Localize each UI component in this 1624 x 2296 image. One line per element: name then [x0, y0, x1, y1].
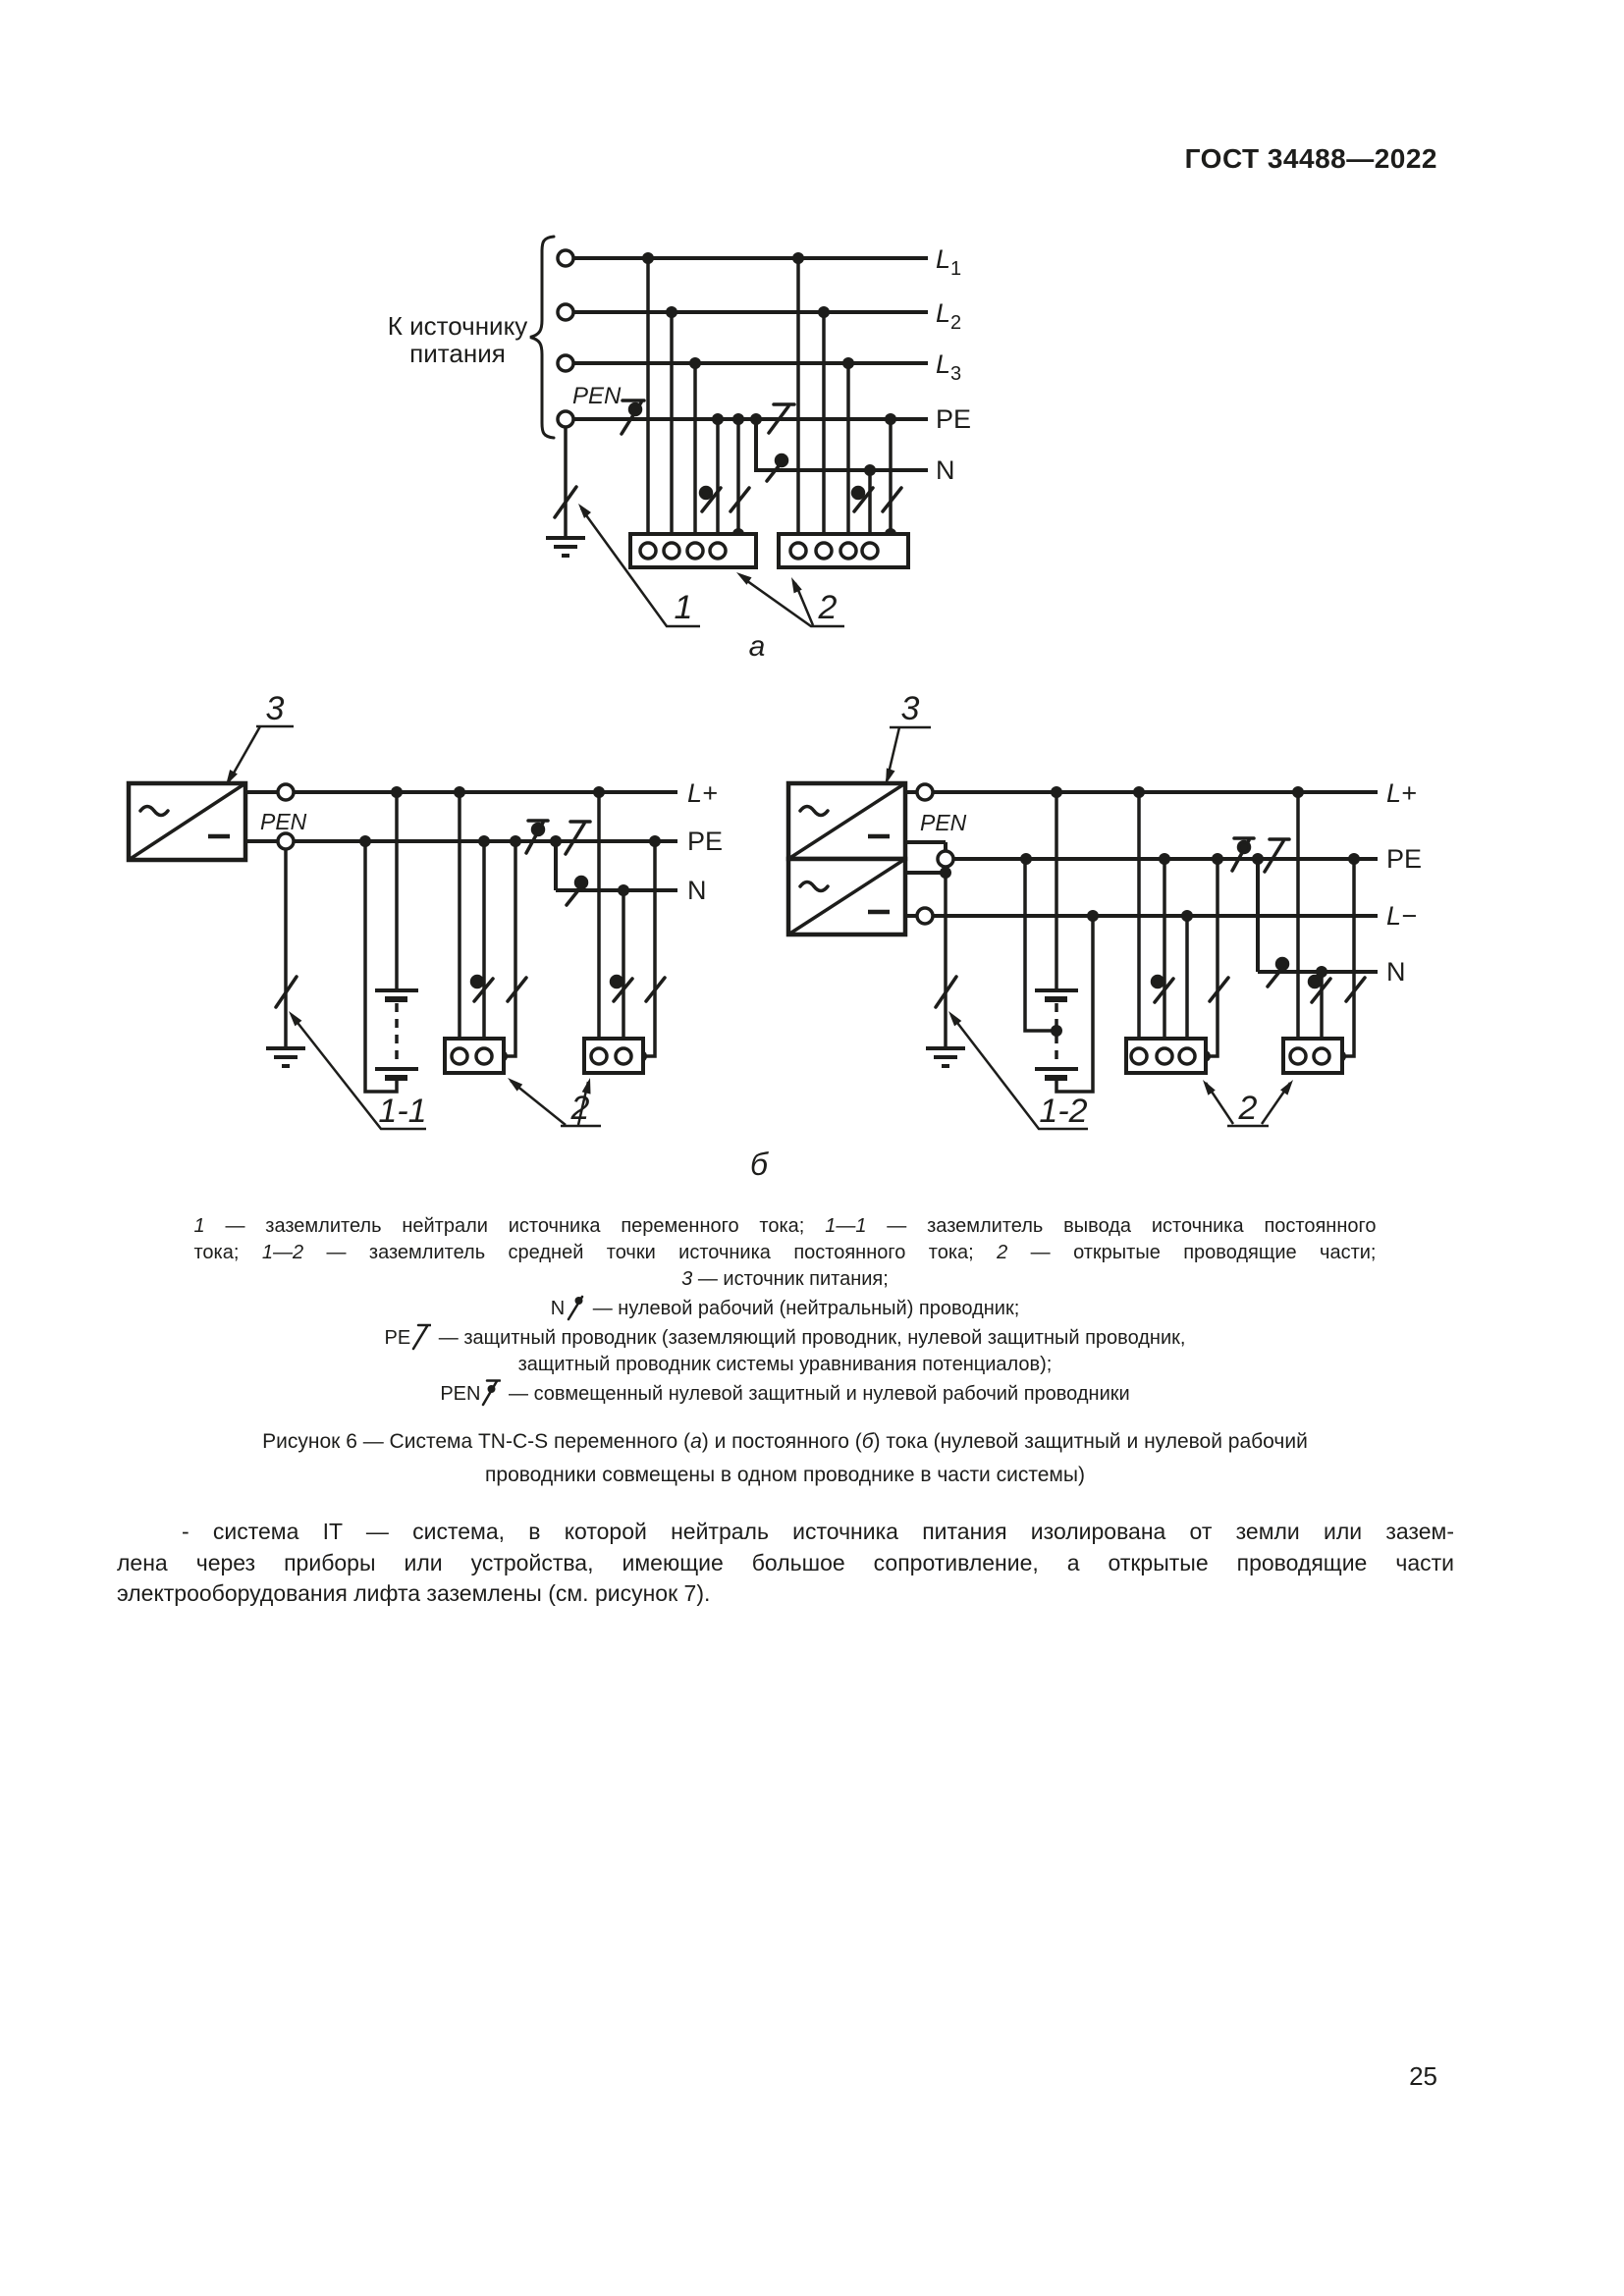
earth-electrode-left	[266, 1046, 305, 1068]
bus-label-n-left: N	[687, 876, 707, 905]
bus-label-n: N	[936, 455, 955, 485]
earth-electrode-right	[926, 1046, 965, 1068]
figure-caption-line-2: проводники совмещены в одном проводнике …	[485, 1464, 1085, 1486]
bus-label-lminus-right: L−	[1386, 901, 1417, 931]
callout-arrowheads-right	[886, 768, 1293, 1095]
drop-wires	[564, 258, 893, 538]
load-box-1-left	[443, 1037, 506, 1075]
load-box-2	[777, 532, 910, 569]
bus-label-l3: L3	[936, 349, 961, 385]
conductor-symbols-right	[934, 836, 1367, 1009]
pe-conductor-icon	[411, 1323, 432, 1351]
body-line-2: лена через приборы или устройства, имеющ…	[117, 1549, 1454, 1575]
legend-num-1-2: 1—2	[261, 1242, 304, 1263]
legend-line-n: N — нулевой рабочий (нейтральный) провод…	[117, 1293, 1453, 1322]
earth-electrode	[546, 536, 585, 558]
converter-right	[785, 780, 908, 937]
diagram-a-tncs-ac: К источнику питания	[388, 235, 971, 663]
figure-caption-line-1: Рисунок 6 — Система TN-C-S переменного (…	[262, 1430, 1308, 1453]
legend-line-pen: PEN — совмещенный нулевой защитный и нул…	[117, 1378, 1453, 1408]
supply-terminal-circles	[556, 248, 575, 429]
bus-lines	[573, 256, 928, 472]
circuit-b-right: 3 PEN L+ PE L− N 1-2 2	[785, 690, 1422, 1131]
figure-legend: 1 — заземлитель нейтрали источника перем…	[117, 1213, 1453, 1408]
legend-pen-label: PEN	[440, 1383, 481, 1405]
callout-1-1: 1-1	[378, 1093, 426, 1130]
battery-left	[375, 988, 418, 1081]
diagram-b-tncs-dc: 3 PEN L+ PE N 1-1 2	[126, 690, 1422, 1182]
pen-label-a: PEN	[572, 383, 622, 409]
bus-label-pe-left: PE	[687, 827, 723, 856]
supply-source-label-line2: питания	[409, 339, 506, 368]
callout-arrowheads	[578, 504, 802, 594]
load-box-2-right	[1281, 1037, 1344, 1075]
bus-label-pe: PE	[936, 404, 971, 434]
supply-source-label-line1: К источнику	[388, 311, 528, 341]
junction-dots-left	[359, 786, 661, 1062]
load-box-1-right	[1124, 1037, 1208, 1075]
callout-1: 1	[675, 589, 693, 626]
n-conductor-icon	[567, 1295, 584, 1321]
source-terminals-right	[915, 782, 955, 926]
n-conductor-symbol	[765, 453, 789, 483]
bus-label-l1: L1	[936, 244, 961, 280]
pen-conductor-icon	[482, 1379, 502, 1407]
body-line-1: - система IT — система, в которой нейтра…	[182, 1519, 1454, 1544]
bus-label-lplus-left: L+	[687, 778, 718, 808]
legend-num-1-1: 1—1	[825, 1215, 867, 1237]
legend-line-pe: PE — защитный проводник (заземляющий про…	[117, 1322, 1453, 1352]
conductor-symbols-left	[274, 819, 667, 1009]
bus-label-pe-right: PE	[1386, 844, 1422, 874]
pen-conductor-symbol	[620, 399, 646, 436]
doc-header: ГОСТ 34488—2022	[1184, 143, 1437, 174]
junction-dots	[642, 252, 896, 540]
bus-label-lplus-right: L+	[1386, 778, 1417, 808]
supply-brace	[529, 235, 556, 440]
legend-num-3: 3	[681, 1268, 693, 1290]
callout-2-left: 2	[570, 1090, 590, 1127]
callout-3-left: 3	[266, 690, 285, 727]
pen-label-left: PEN	[260, 809, 307, 834]
callout-2: 2	[818, 589, 838, 626]
figure-caption: Рисунок 6 — Система TN-C-S переменного (…	[117, 1425, 1453, 1492]
wires-left	[284, 792, 657, 1094]
bus-label-l2: L2	[936, 298, 961, 334]
body-line-3: электрооборудования лифта заземлены (см.…	[117, 1580, 711, 1606]
circuit-b-left: 3 PEN L+ PE N 1-1 2	[126, 690, 723, 1131]
legend-num-2: 2	[997, 1242, 1008, 1263]
pe-conductor-symbol	[767, 402, 796, 435]
callout-3-right: 3	[901, 690, 920, 727]
legend-n-label: N	[550, 1298, 566, 1319]
callout-1-2: 1-2	[1039, 1093, 1087, 1130]
wires-right	[944, 792, 1356, 1094]
load-box-1	[628, 532, 758, 569]
body-paragraph: - система IT — система, в которой нейтра…	[117, 1517, 1454, 1610]
legend-pe-label: PE	[384, 1327, 411, 1349]
legend-line-2: тока; 1—2 — заземлитель средней точки ис…	[193, 1242, 1377, 1263]
subfigure-a-label: а	[749, 630, 766, 663]
legend-line-pe2: защитный проводник системы уравнивания п…	[517, 1354, 1053, 1375]
legend-line-1: 1 — заземлитель нейтрали источника перем…	[193, 1215, 1377, 1237]
buses-right	[905, 790, 1378, 974]
buses-left	[245, 790, 677, 892]
load-box-2-left	[582, 1037, 645, 1075]
legend-num-1: 1	[193, 1215, 205, 1237]
bus-label-n-right: N	[1386, 957, 1406, 987]
converter-left	[126, 780, 248, 863]
page-number: 25	[1409, 2061, 1437, 2091]
callout-arrowheads-left	[226, 770, 591, 1095]
callout-2-right: 2	[1238, 1090, 1258, 1127]
pen-label-right: PEN	[920, 810, 967, 835]
legend-line-3: 3 — источник питания;	[681, 1268, 889, 1290]
conductor-symbols	[553, 399, 903, 519]
subfigure-b-label: б	[750, 1147, 769, 1182]
